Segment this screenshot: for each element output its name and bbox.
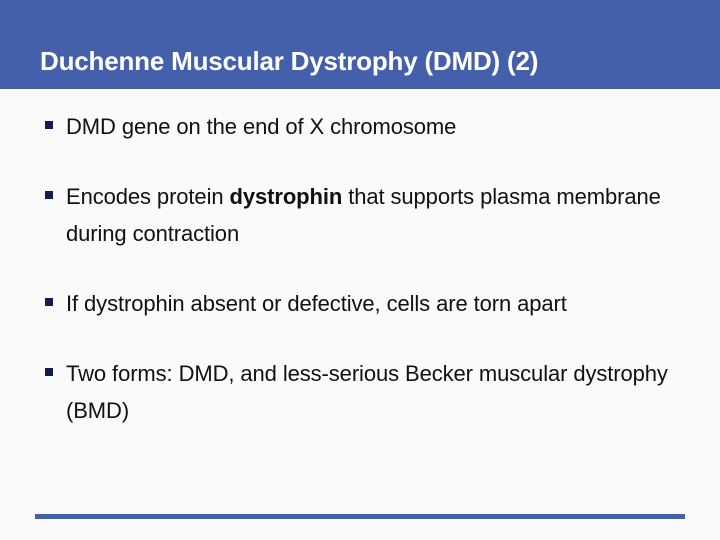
- footer-divider: [35, 514, 685, 519]
- bullet-text: DMD gene on the end of X chromosome: [66, 114, 456, 139]
- page-title: Duchenne Muscular Dystrophy (DMD) (2): [40, 46, 539, 76]
- bullet-text: Encodes protein dystrophin that supports…: [66, 184, 661, 246]
- list-item: DMD gene on the end of X chromosome: [40, 108, 690, 145]
- bullet-square-icon: [45, 298, 53, 306]
- bullet-text: Two forms: DMD, and less-serious Becker …: [66, 361, 668, 423]
- bullet-text-before: Two forms: DMD, and less-serious Becker …: [66, 361, 668, 423]
- bullet-text-after: that supports plasma membrane during con…: [66, 184, 661, 246]
- bullet-text-bold: dystrophin: [229, 184, 343, 209]
- bullet-list: DMD gene on the end of X chromosome Enco…: [40, 108, 690, 429]
- bullet-text: If dystrophin absent or defective, cells…: [66, 291, 567, 316]
- bullet-square-icon: [45, 368, 53, 376]
- bullet-text-before: DMD gene on the end of X chromosome: [66, 114, 457, 139]
- bullet-text-before: Encodes protein: [66, 184, 230, 209]
- list-item: Encodes protein dystrophin that supports…: [40, 178, 690, 252]
- list-item: Two forms: DMD, and less-serious Becker …: [40, 355, 690, 429]
- bullet-square-icon: [45, 121, 53, 129]
- list-item: If dystrophin absent or defective, cells…: [40, 285, 690, 322]
- slide-title-band: Duchenne Muscular Dystrophy (DMD) (2): [0, 0, 720, 89]
- bullet-square-icon: [45, 191, 53, 199]
- bullet-text-before: If dystrophin absent or defective, cells…: [66, 291, 567, 316]
